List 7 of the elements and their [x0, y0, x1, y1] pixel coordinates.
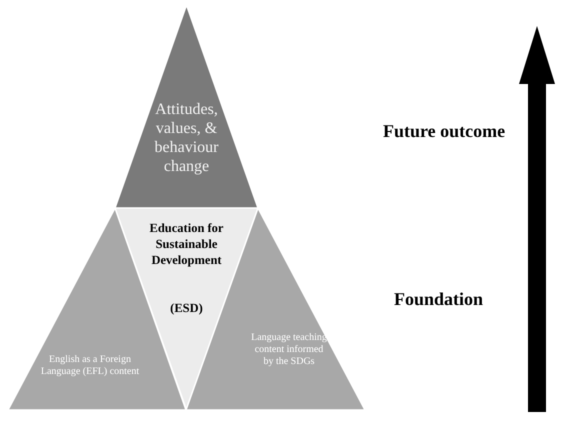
triangle-text: (ESD)	[169, 300, 204, 316]
stage-label: Future outcome	[383, 120, 506, 143]
triangle-text: English as a Foreign Language (EFL) content	[40, 354, 140, 378]
triangle-text: Education for Sustainable Development	[148, 220, 224, 268]
stage-label: Foundation	[394, 288, 484, 311]
triangle-text: Attitudes, values, & behaviour change	[154, 100, 220, 176]
triangle-text: Language teaching content informed by the SDGs	[250, 332, 328, 368]
